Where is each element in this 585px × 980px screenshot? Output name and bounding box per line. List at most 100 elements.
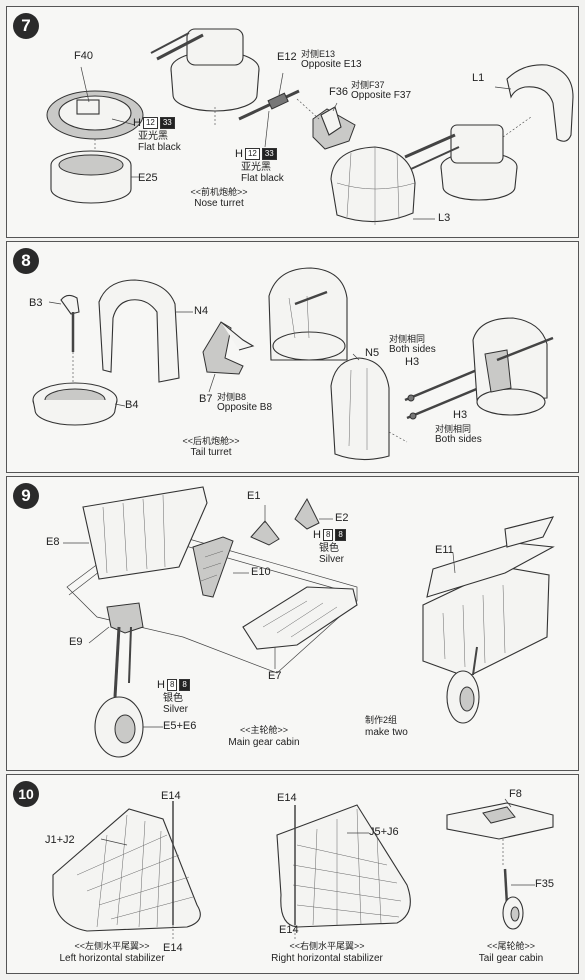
- step-10-drawing: [52, 798, 554, 940]
- note-h3a-cn: 对侧相同: [389, 334, 426, 344]
- label-f8: F8: [509, 788, 522, 800]
- label-e12: E12: [277, 51, 297, 63]
- paint-name-en: Flat black: [138, 142, 181, 153]
- caption-left-stabilizer: Left horizontal stabilizer: [59, 953, 165, 964]
- f40-block: [76, 99, 100, 115]
- paint-code: 8: [166, 679, 178, 691]
- caption-cn: <<主轮舱>>: [239, 725, 289, 735]
- step-number: 8: [13, 248, 39, 274]
- label-f40: F40: [74, 50, 93, 62]
- e11-cover: [426, 542, 555, 598]
- left-stabilizer: [52, 808, 201, 932]
- e9-gear-leg: [106, 602, 144, 634]
- paint-name-cn: 亚光黑: [138, 131, 168, 142]
- note-b7-en: Opposite B8: [217, 402, 273, 413]
- step-7-drawing: [46, 28, 574, 225]
- caption-cn: <<后机炮舱>>: [182, 436, 240, 446]
- b7-part: [202, 321, 244, 375]
- label-e11: E11: [435, 544, 454, 556]
- label-h3a: H3: [405, 356, 420, 368]
- note-b7-cn: 对侧B8: [217, 392, 247, 402]
- caption-cn: <<尾轮舱>>: [486, 941, 536, 951]
- step-9-panel: 9: [6, 476, 579, 771]
- paint-callout-silver-2: H 8 8: [157, 679, 190, 691]
- note-f36-en: Opposite F37: [351, 90, 412, 101]
- note-e12-en: Opposite E13: [301, 59, 362, 70]
- label-e10: E10: [251, 566, 271, 578]
- paint-name-cn: 银色: [163, 693, 183, 704]
- step-number: 9: [13, 483, 39, 509]
- paint-code: 8: [322, 529, 334, 541]
- label-n4: N4: [194, 305, 209, 317]
- step-10-panel: 10 E14 J1+J2 E14 E14: [6, 774, 579, 974]
- label-b7: B7: [199, 393, 213, 405]
- n5-canopy: [330, 357, 390, 461]
- label-e14-top-left: E14: [161, 790, 181, 802]
- paint-name-cn: 银色: [319, 543, 339, 554]
- label-h3b: H3: [453, 409, 468, 421]
- label-j1-j2: J1+J2: [45, 834, 75, 846]
- note-make-two-cn: 制作2组: [365, 715, 398, 725]
- paint-code-2: 8: [179, 679, 190, 691]
- caption-tail-turret: Tail turret: [190, 447, 232, 458]
- note-f36-cn: 对侧F37: [351, 80, 385, 90]
- label-f35: F35: [535, 878, 554, 890]
- label-e14-bottom-left: E14: [163, 942, 183, 954]
- e25-ring-side: [50, 165, 132, 204]
- note-h3a-en: Both sides: [389, 344, 436, 355]
- step-8-drawing: [32, 267, 554, 461]
- label-l3: L3: [438, 212, 451, 224]
- label-j5-j6: J5+J6: [369, 826, 399, 838]
- step-7-panel: 7: [6, 6, 579, 238]
- label-f36: F36: [329, 86, 348, 98]
- caption-cn: <<左侧水平尾翼>>: [74, 941, 150, 951]
- caption-right-stabilizer: Right horizontal stabilizer: [271, 953, 383, 964]
- paint-code: 12: [142, 117, 158, 129]
- b3-part: [60, 294, 80, 315]
- step-number: 10: [13, 781, 39, 807]
- caption-main-gear-cabin: Main gear cabin: [228, 737, 300, 748]
- label-e2: E2: [335, 512, 349, 524]
- label-e7: E7: [268, 670, 282, 682]
- nose-turret-gun-mount: [186, 28, 244, 66]
- right-stabilizer: [276, 804, 411, 928]
- paint-code: 12: [244, 148, 260, 160]
- label-e14-bottom-right: E14: [279, 924, 299, 936]
- step-9-drawing: [63, 486, 555, 758]
- label-b3: B3: [29, 297, 43, 309]
- n4-cover: [98, 279, 180, 383]
- e2-part: [294, 497, 320, 530]
- e10-strut: [192, 536, 234, 598]
- paint-code-2: 8: [335, 529, 346, 541]
- note-h3b-en: Both sides: [435, 434, 482, 445]
- paint-code-2: 33: [159, 117, 175, 129]
- label-e14-top-right: E14: [277, 792, 297, 804]
- caption-cn: <<右侧水平尾翼>>: [289, 941, 365, 951]
- label-e1: E1: [247, 490, 261, 502]
- label-e8: E8: [46, 536, 60, 548]
- label-l1: L1: [472, 72, 485, 84]
- paint-name-en: Flat black: [241, 173, 284, 184]
- paint-callout-flat-black-1: H 12 33: [133, 117, 175, 129]
- paint-letter: H: [133, 117, 141, 129]
- paint-callout-flat-black-2: H 12 33: [235, 148, 277, 160]
- caption-cn: <<前机炮舱>>: [190, 187, 248, 197]
- label-b4: B4: [125, 399, 139, 411]
- step-number: 7: [13, 13, 39, 39]
- note-make-two: make two: [365, 727, 408, 738]
- paint-name-cn: 亚光黑: [241, 162, 271, 173]
- label-e25: E25: [138, 172, 158, 184]
- paint-name-en: Silver: [319, 554, 345, 565]
- step-8-panel: 8: [6, 241, 579, 473]
- label-e9: E9: [69, 636, 83, 648]
- l1-canopy: [506, 64, 574, 142]
- label-n5: N5: [365, 347, 380, 359]
- paint-letter: H: [313, 529, 321, 541]
- note-e12-cn: 对侧E13: [301, 49, 336, 59]
- note-h3b-cn: 对侧相同: [435, 424, 472, 434]
- caption-tail-gear-cabin: Tail gear cabin: [478, 953, 544, 964]
- paint-callout-silver-1: H 8 8: [313, 529, 346, 541]
- label-e5-e6: E5+E6: [163, 720, 197, 732]
- paint-code-2: 33: [261, 148, 277, 160]
